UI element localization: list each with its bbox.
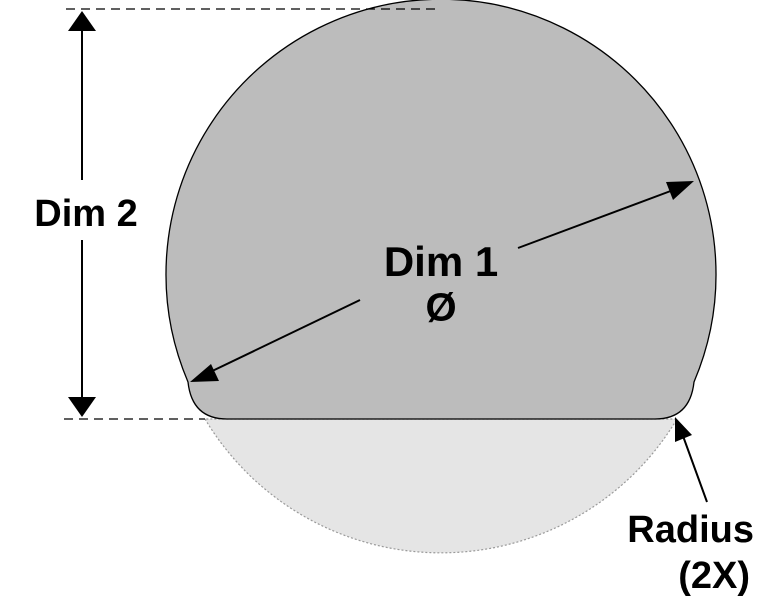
dim2-lower-arrow-icon [68,397,96,417]
dim1-lower-line [205,299,361,375]
radius-leader-line [682,435,708,503]
radius-count-label: (2X) [678,555,750,597]
dim2-label: Dim 2 [34,193,137,235]
dim1-label: Dim 1 [384,238,498,285]
cutoff-segment [203,418,679,554]
dim1-lower-arrow-icon [190,364,219,382]
diameter-symbol: Ø [425,286,456,330]
radius-arrow-icon [675,417,692,442]
flatted-circle-part [165,0,717,420]
dim2-upper-arrow-icon [68,11,96,31]
dim1-upper-line [517,188,677,249]
radius-label: Radius [627,509,754,551]
dim1-upper-arrow-icon [666,181,694,200]
